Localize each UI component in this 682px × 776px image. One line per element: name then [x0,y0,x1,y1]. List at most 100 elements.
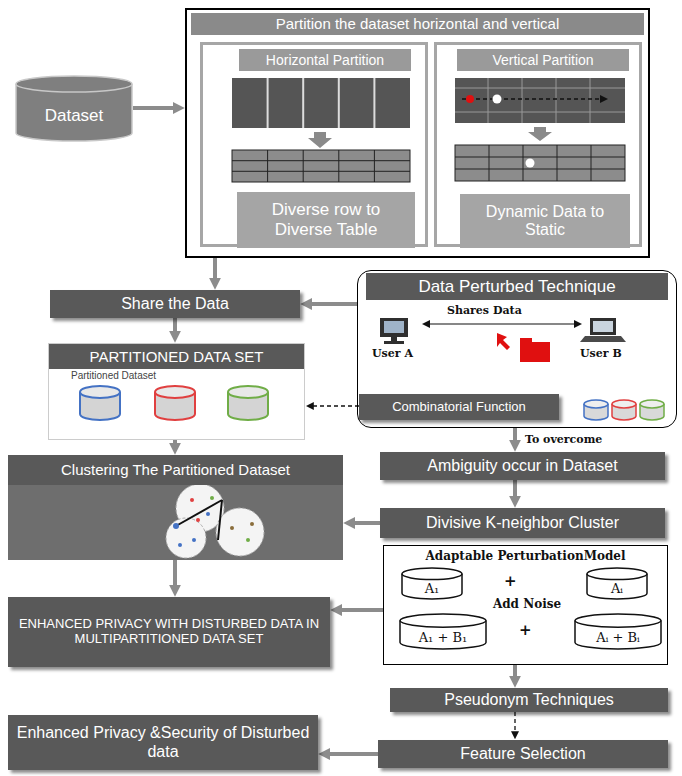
flow-arrow [311,302,357,306]
small-cylinders [584,400,608,408]
dataset-cylinder: Dataset [15,75,133,143]
panel-caption: Partitioned Dataset [67,369,207,383]
column-table-grid [455,88,625,89]
process-box: Feature Selection [378,740,668,768]
column-table-grid [556,78,557,123]
data-cylinder: A₁ [401,567,463,601]
step-label: Add Noise [472,596,582,614]
share-arrow [422,320,582,328]
cluster-panel: Clustering The Partitioned Dataset [8,455,343,560]
horizontal-panel: Horizontal PartitionDiverse row to Diver… [200,42,428,247]
column-table-grid [528,127,552,141]
flow-arrow [173,440,177,444]
row-table-grid [267,150,268,182]
cluster-figure [196,518,200,522]
panel-heading: Data Perturbed Technique [366,273,668,300]
flow-arrow [513,480,517,497]
vertical-panel: Vertical PartitionDynamic Data to Static [434,42,642,247]
cylinder-top [402,568,462,580]
panel-heading: PARTITIONED DATA SET [49,344,304,369]
user-a-computer [384,341,404,344]
flow-arrow [514,712,515,732]
small-cylinders [584,400,664,420]
partitioned-cylinders [155,386,195,398]
result-text: Dynamic Data to Static [460,194,630,248]
row-table-grid [338,78,340,128]
column-table-grid [526,159,535,168]
row-table-grid [232,78,410,128]
dataset-label: Dataset [15,91,133,141]
share-arrow [428,323,576,324]
process-label: Divisive K-neighbor Cluster [380,508,665,538]
user-b-laptop [580,336,626,342]
intruder-figure [497,333,510,350]
row-table-grid [338,150,339,182]
small-cylinders [640,400,664,408]
row-table-grid [373,78,375,128]
process-box: Ambiguity occur in Dataset [380,452,665,480]
cluster-figure [210,496,214,500]
intruder-figure [520,338,532,343]
result-text: Enhanced Privacy &Security of Disturbed … [8,715,318,770]
panel-heading: Vertical Partition [457,49,629,71]
cluster-figure [246,538,250,542]
cluster-figure [190,498,194,502]
cluster-figure [166,484,264,558]
column-table-grid [455,78,625,181]
user-a-computer [380,318,408,337]
model-panel: Adaptable PerturbationModelAdd Noise A₁ Aᵢ… [383,545,668,665]
row-table-grid [374,150,375,182]
column-table-grid [455,169,625,170]
partitioned-panel: PARTITIONED DATA SETPartitioned Dataset [48,343,305,440]
column-table-grid [455,145,625,181]
column-table-grid [522,78,523,123]
cylinder-top [587,568,647,580]
function-label: Combinatorial Function [359,394,559,420]
column-table-grid [466,95,474,103]
process-label: Pseudonym Techniques [390,688,668,712]
plus-sign: + [504,573,517,590]
share-arrow [422,320,430,328]
panel-heading: Clustering The Partitioned Dataset [8,455,343,485]
flow-arrow [513,428,517,441]
user-a-computer [380,318,408,344]
cluster-ground [8,485,343,560]
user-b-laptop [580,318,626,342]
process-label: Share the Data [50,290,300,318]
panel-heading: Adaptable PerturbationModel [384,548,667,565]
function-box: Combinatorial Function [359,394,559,420]
cluster-figure [230,526,234,530]
panel-heading: Horizontal Partition [239,49,411,71]
flow-arrow [313,405,359,406]
data-cylinder: Aᵢ [586,567,648,601]
result-box: Diverse row to Diverse Table [237,192,415,248]
partition-frame: Partition the dataset horizontal and ver… [185,8,650,258]
result-box: Enhanced Privacy &Security of Disturbed … [8,715,318,770]
process-label: Ambiguity occur in Dataset [380,452,665,480]
cluster-figure [176,500,222,526]
cluster-ground [8,485,343,560]
cluster-figure [218,500,222,540]
row-table-grid [303,150,304,182]
intruder-figure [497,333,550,362]
flow-arrow [133,106,174,110]
data-cylinder: Aᵢ + Bᵢ [574,613,662,651]
process-box: Pseudonym Techniques [390,688,668,712]
cluster-figure [178,543,182,547]
result-text: Diverse row to Diverse Table [237,192,415,248]
cluster-figure [166,518,206,558]
user-label: User A [372,348,413,360]
cylinder-top [16,76,132,92]
row-table-grid [302,78,304,128]
user-a-computer [384,321,404,333]
cylinder-label: A₁ [401,577,463,601]
result-box: ENHANCED PRIVACY WITH DISTURBED DATA IN … [8,597,330,667]
column-table-grid [590,78,591,123]
result-text: ENHANCED PRIVACY WITH DISTURBED DATA IN … [8,597,330,667]
flow-arrow [341,608,383,612]
column-table-grid [493,95,502,104]
cluster-figure [206,512,210,516]
cluster-figure [173,523,179,529]
row-table-grid [308,132,332,148]
cylinder-top [400,614,486,627]
